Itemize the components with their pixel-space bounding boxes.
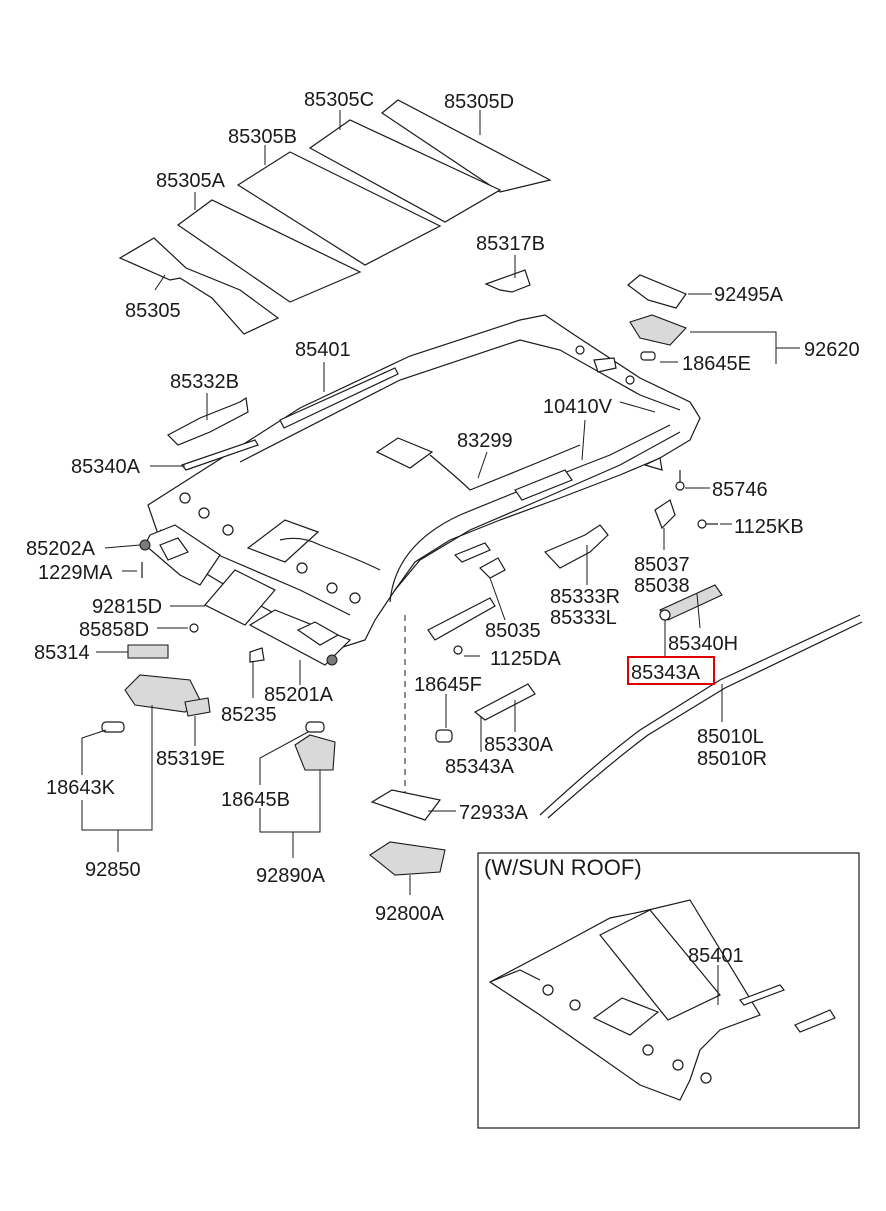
headliner-pads <box>118 99 552 335</box>
label-18645E: 18645E <box>682 353 751 375</box>
label-85305B: 85305B <box>228 126 297 148</box>
label-85746: 85746 <box>712 479 768 501</box>
highlight-box-85343A <box>627 656 715 685</box>
label-85319E: 85319E <box>156 748 225 770</box>
label-92800A: 92800A <box>375 903 445 925</box>
label-1229MA: 1229MA <box>38 562 113 584</box>
label-1125DA: 1125DA <box>490 648 561 670</box>
part-labels: 85305D 85305C 85305B 85305A 85305 85317B… <box>26 89 860 967</box>
label-92850: 92850 <box>85 859 141 881</box>
label-18643K: 18643K <box>46 777 116 799</box>
label-92815D: 92815D <box>92 596 162 618</box>
label-85343A-highlighted: 85343A <box>631 662 701 684</box>
label-85333R: 85333R <box>550 586 620 608</box>
label-85330A: 85330A <box>484 734 554 756</box>
label-85332B: 85332B <box>170 371 239 393</box>
label-1125KB: 1125KB <box>734 516 804 538</box>
label-85340A: 85340A <box>71 456 141 478</box>
label-83299: 83299 <box>457 430 513 452</box>
label-85305A: 85305A <box>156 170 226 192</box>
left-lower-parts <box>101 524 446 876</box>
label-85010R: 85010R <box>697 748 767 770</box>
label-85035: 85035 <box>485 620 541 642</box>
label-85333L: 85333L <box>550 607 617 629</box>
label-10410V: 10410V <box>543 396 613 418</box>
headliner-main <box>147 314 701 800</box>
label-85305C: 85305C <box>304 89 374 111</box>
label-85858D: 85858D <box>79 619 149 641</box>
label-85037: 85037 <box>634 554 690 576</box>
label-85314: 85314 <box>34 642 90 664</box>
label-85202A: 85202A <box>26 538 96 560</box>
label-85305D: 85305D <box>444 91 514 113</box>
label-85343A: 85343A <box>445 756 515 778</box>
label-85317B: 85317B <box>476 233 545 255</box>
label-85201A: 85201A <box>264 684 334 706</box>
label-18645B: 18645B <box>221 789 290 811</box>
label-85038: 85038 <box>634 575 690 597</box>
sunroof-inset: (W/SUN ROOF) <box>477 852 860 1129</box>
label-92495A: 92495A <box>714 284 784 306</box>
right-side-parts <box>484 269 863 819</box>
upper-left-parts <box>167 367 399 471</box>
label-85340H: 85340H <box>668 633 738 655</box>
label-92620: 92620 <box>804 339 860 361</box>
label-inset-85401: 85401 <box>688 945 744 967</box>
label-85401: 85401 <box>295 339 351 361</box>
inset-title: (W/SUN ROOF) <box>484 855 642 880</box>
label-72933A: 72933A <box>459 802 529 824</box>
leader-lines <box>81 110 800 1005</box>
middle-parts <box>427 542 536 743</box>
label-85235: 85235 <box>221 704 277 726</box>
label-92890A: 92890A <box>256 865 326 887</box>
label-18645F: 18645F <box>414 674 482 696</box>
label-85010L: 85010L <box>697 726 764 748</box>
label-85305: 85305 <box>125 300 181 322</box>
